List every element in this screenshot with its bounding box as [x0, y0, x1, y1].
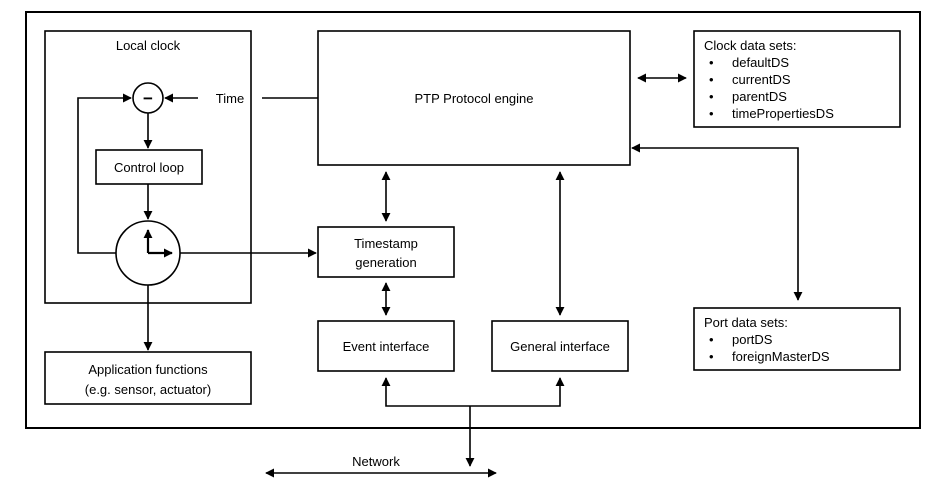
feedback-loop-arrow	[77, 93, 132, 254]
application-line1: Application functions	[88, 362, 208, 377]
port-ds-bullet-1: •	[709, 332, 714, 347]
port-ds-bullet-2: •	[709, 349, 714, 364]
clock-data-sets-box	[693, 30, 901, 128]
network-label: Network	[352, 454, 400, 469]
general-interface-label: General interface	[510, 339, 610, 354]
comparator-minus-symbol: −	[143, 89, 153, 108]
clock-oscillator-icon	[115, 220, 181, 286]
clock-ds-item-current: currentDS	[732, 72, 791, 87]
timestamp-generation-box	[317, 226, 455, 278]
comparator-node: −	[132, 82, 164, 114]
application-line2: (e.g. sensor, actuator)	[85, 382, 211, 397]
ptp-protocol-engine-box	[317, 30, 631, 166]
timestamp-line1: Timestamp	[354, 236, 418, 251]
timestamp-line2: generation	[355, 255, 416, 270]
ptp-protocol-engine-label: PTP Protocol engine	[415, 91, 534, 106]
general-interface-box	[491, 320, 629, 372]
clock-ds-item-timeproperties: timePropertiesDS	[732, 106, 834, 121]
time-label: Time	[216, 91, 244, 106]
clock-ds-bullet-2: •	[709, 72, 714, 87]
clock-ds-item-parent: parentDS	[732, 89, 787, 104]
port-data-sets-title: Port data sets:	[704, 315, 788, 330]
application-functions-box	[44, 351, 252, 405]
control-loop-box	[95, 149, 203, 185]
clock-ds-bullet-1: •	[709, 55, 714, 70]
port-ds-item-foreignmaster: foreignMasterDS	[732, 349, 830, 364]
port-data-sets-box	[693, 307, 901, 371]
clock-ds-bullet-3: •	[709, 89, 714, 104]
clock-ds-bullet-4: •	[709, 106, 714, 121]
local-clock-title: Local clock	[116, 38, 181, 53]
event-interface-label: Event interface	[343, 339, 430, 354]
control-loop-label: Control loop	[114, 160, 184, 175]
engine-port-data-arrow	[631, 143, 803, 301]
event-interface-box	[317, 320, 455, 372]
clock-data-sets-title: Clock data sets:	[704, 38, 797, 53]
event-interface-network-link	[381, 377, 565, 407]
port-ds-item-port: portDS	[732, 332, 773, 347]
clock-ds-item-default: defaultDS	[732, 55, 789, 70]
